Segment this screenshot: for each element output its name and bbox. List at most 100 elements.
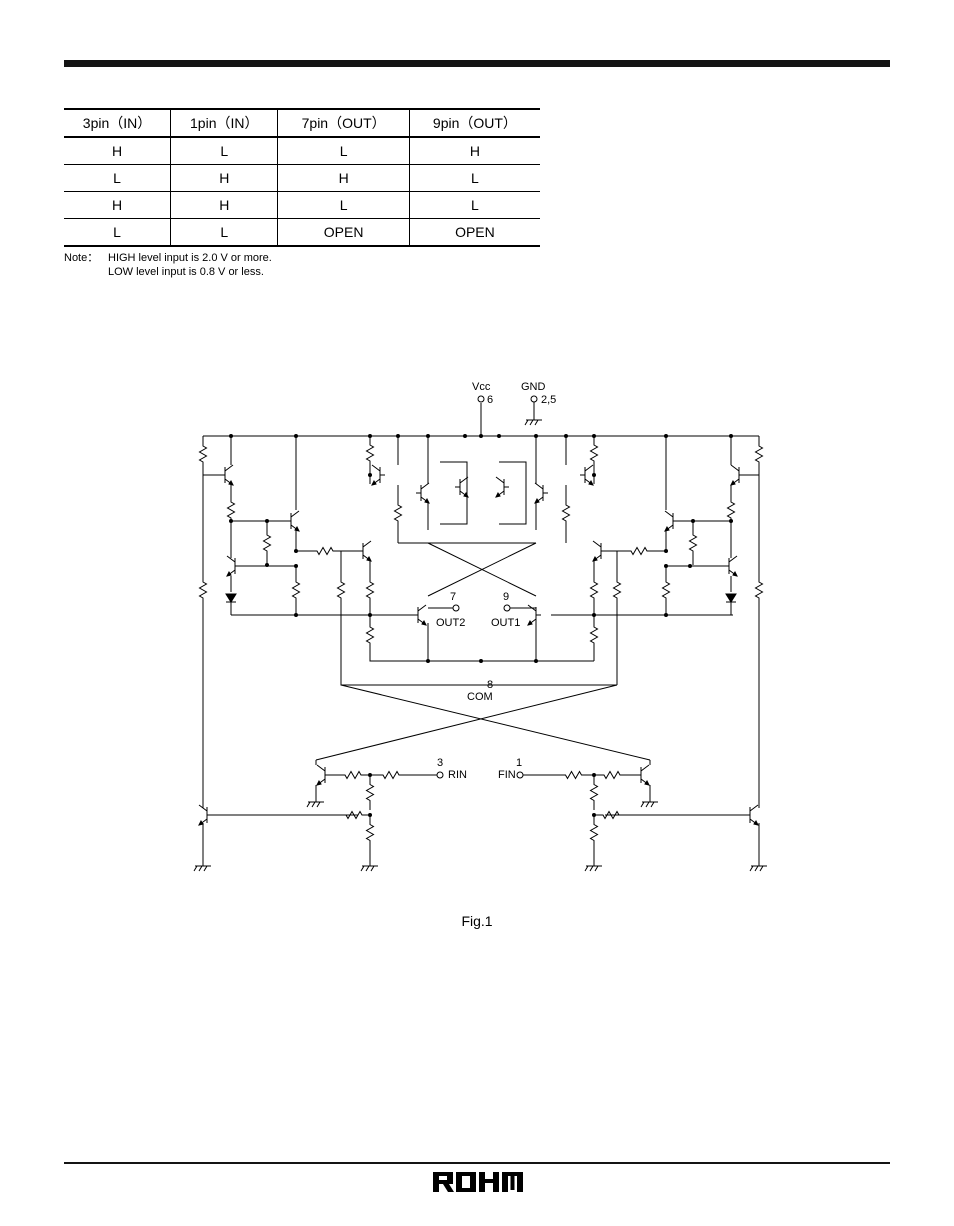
resistor bbox=[310, 548, 340, 555]
circuit-schematic: Vcc 6 GND 2,5 7 OUT2 9 OUT1 8 COM 3 RIN … bbox=[0, 0, 954, 900]
pin-terminal bbox=[478, 396, 484, 402]
out2-pin-number: 7 bbox=[450, 591, 456, 603]
diode bbox=[726, 594, 736, 602]
transistor-arrow bbox=[496, 493, 500, 497]
transistor-arrow bbox=[589, 481, 593, 485]
transistor-arrow bbox=[731, 481, 735, 485]
transistor-arrow bbox=[593, 557, 597, 561]
junction-dot bbox=[368, 473, 372, 477]
wire bbox=[499, 462, 526, 524]
fin-pin-number: 1 bbox=[516, 757, 522, 769]
transistor-arrow bbox=[665, 527, 669, 531]
junction-dot bbox=[426, 434, 430, 438]
transistor-arrow bbox=[367, 557, 371, 561]
junction-dot bbox=[426, 659, 430, 663]
junction-dot bbox=[564, 434, 568, 438]
junction-dot bbox=[664, 549, 668, 553]
gnd-pin-number: 2,5 bbox=[541, 394, 556, 406]
resistor bbox=[340, 812, 368, 819]
resistor bbox=[591, 580, 598, 600]
transistor-arrow bbox=[733, 572, 737, 576]
resistor bbox=[596, 812, 626, 819]
wire bbox=[370, 645, 594, 661]
resistor bbox=[367, 775, 374, 810]
junction-dot bbox=[479, 659, 483, 663]
out1-pin-number: 9 bbox=[503, 591, 509, 603]
junction-dot bbox=[729, 434, 733, 438]
wire bbox=[341, 600, 617, 685]
rin-label: RIN bbox=[448, 769, 467, 781]
transistor-arrow bbox=[528, 621, 532, 625]
rohm-logo bbox=[433, 1172, 523, 1192]
resistor bbox=[338, 580, 345, 600]
resistor bbox=[591, 775, 598, 810]
resistor bbox=[756, 580, 763, 600]
rin-pin-number: 3 bbox=[437, 757, 443, 769]
bottom-rule bbox=[64, 1162, 890, 1164]
com-label: COM bbox=[467, 691, 493, 703]
resistor bbox=[728, 500, 735, 520]
junction-dot bbox=[294, 613, 298, 617]
resistor bbox=[228, 500, 235, 520]
resistor bbox=[200, 580, 207, 600]
pin-terminal bbox=[453, 605, 459, 611]
junction-dot bbox=[479, 434, 483, 438]
junction-dot bbox=[664, 613, 668, 617]
junction-dot bbox=[396, 434, 400, 438]
junction-dot bbox=[294, 434, 298, 438]
transistor-arrow bbox=[227, 572, 231, 576]
diode bbox=[226, 594, 236, 602]
resistor bbox=[563, 496, 570, 530]
junction-dot bbox=[534, 659, 538, 663]
resistor bbox=[372, 772, 410, 779]
resistor bbox=[555, 772, 592, 779]
vcc-pin-number: 6 bbox=[487, 394, 493, 406]
transistor-arrow bbox=[422, 621, 426, 625]
junction-dot bbox=[592, 473, 596, 477]
resistor bbox=[596, 772, 628, 779]
fin-label: FIN bbox=[498, 769, 516, 781]
junction-dot bbox=[294, 564, 298, 568]
resistor bbox=[338, 772, 368, 779]
gnd-label: GND bbox=[521, 381, 546, 393]
resistor bbox=[200, 436, 207, 472]
wire bbox=[341, 685, 650, 760]
junction-dot bbox=[688, 564, 692, 568]
ground-symbol bbox=[750, 860, 767, 871]
junction-dot bbox=[664, 564, 668, 568]
junction-dot bbox=[534, 434, 538, 438]
resistor bbox=[624, 548, 654, 555]
resistor bbox=[663, 580, 670, 600]
transistor-arrow bbox=[317, 781, 321, 785]
resistor bbox=[367, 580, 374, 600]
ground-symbol bbox=[641, 796, 658, 807]
junction-dot bbox=[664, 434, 668, 438]
resistor bbox=[591, 625, 598, 645]
junction-dot bbox=[368, 613, 372, 617]
resistor bbox=[591, 815, 598, 850]
transistor-arrow bbox=[199, 821, 203, 825]
pin-terminal bbox=[504, 605, 510, 611]
resistor bbox=[591, 436, 598, 470]
junction-dot bbox=[294, 549, 298, 553]
out1-label: OUT1 bbox=[491, 617, 520, 629]
junction-dot bbox=[229, 434, 233, 438]
pin-terminal bbox=[517, 772, 523, 778]
resistor bbox=[756, 436, 763, 472]
transistor-arrow bbox=[425, 499, 429, 503]
junction-dot bbox=[592, 613, 596, 617]
vcc-label: Vcc bbox=[472, 381, 491, 393]
ground-symbol bbox=[307, 796, 324, 807]
resistor bbox=[690, 521, 697, 565]
resistor bbox=[614, 580, 621, 600]
resistor bbox=[395, 496, 402, 530]
ground-symbol bbox=[194, 860, 211, 871]
transistor-arrow bbox=[372, 481, 376, 485]
transistor-arrow bbox=[535, 499, 539, 503]
pin-terminal bbox=[531, 396, 537, 402]
out2-label: OUT2 bbox=[436, 617, 465, 629]
figure-caption: Fig.1 bbox=[0, 913, 954, 929]
com-pin-number: 8 bbox=[487, 679, 493, 691]
transistor-arrow bbox=[229, 481, 233, 485]
transistor-arrow bbox=[754, 821, 758, 825]
